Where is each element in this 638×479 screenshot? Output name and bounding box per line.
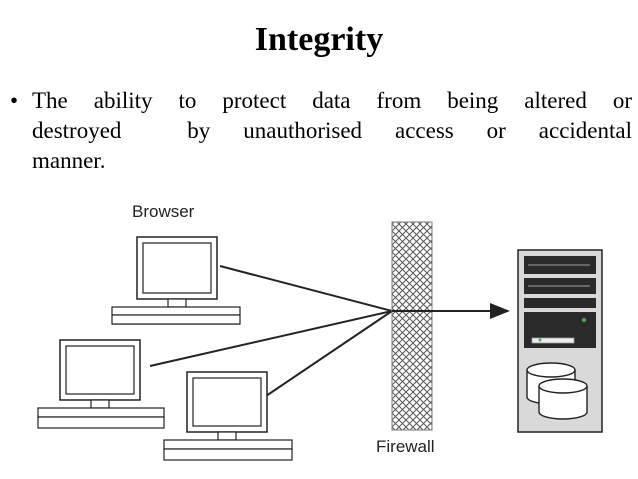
- bullet-line-3: manner.: [32, 148, 106, 173]
- firewall-mesh: [391, 221, 433, 431]
- slide-title: Integrity: [254, 21, 384, 58]
- bullet-item: • The ability to protect data from being…: [10, 86, 632, 176]
- bullet-line-1: The ability to protect data from being a…: [32, 88, 632, 113]
- firewall-label: Firewall: [376, 437, 435, 456]
- connection-line-1: [219, 265, 393, 312]
- computer-icon: [163, 371, 293, 461]
- browser-label: Browser: [132, 202, 195, 221]
- bullet-text: The ability to protect data from being a…: [32, 86, 632, 176]
- bullet-line-2: destroyed by unauthorised access or acci…: [32, 118, 632, 143]
- computer-icon: [111, 236, 241, 325]
- connection-line-3: [265, 310, 393, 397]
- computer-icon: [37, 339, 165, 429]
- connection-line-2: [149, 310, 393, 367]
- server-icon: [517, 249, 603, 433]
- database-icon: [526, 362, 588, 420]
- bullet-symbol: •: [10, 88, 19, 113]
